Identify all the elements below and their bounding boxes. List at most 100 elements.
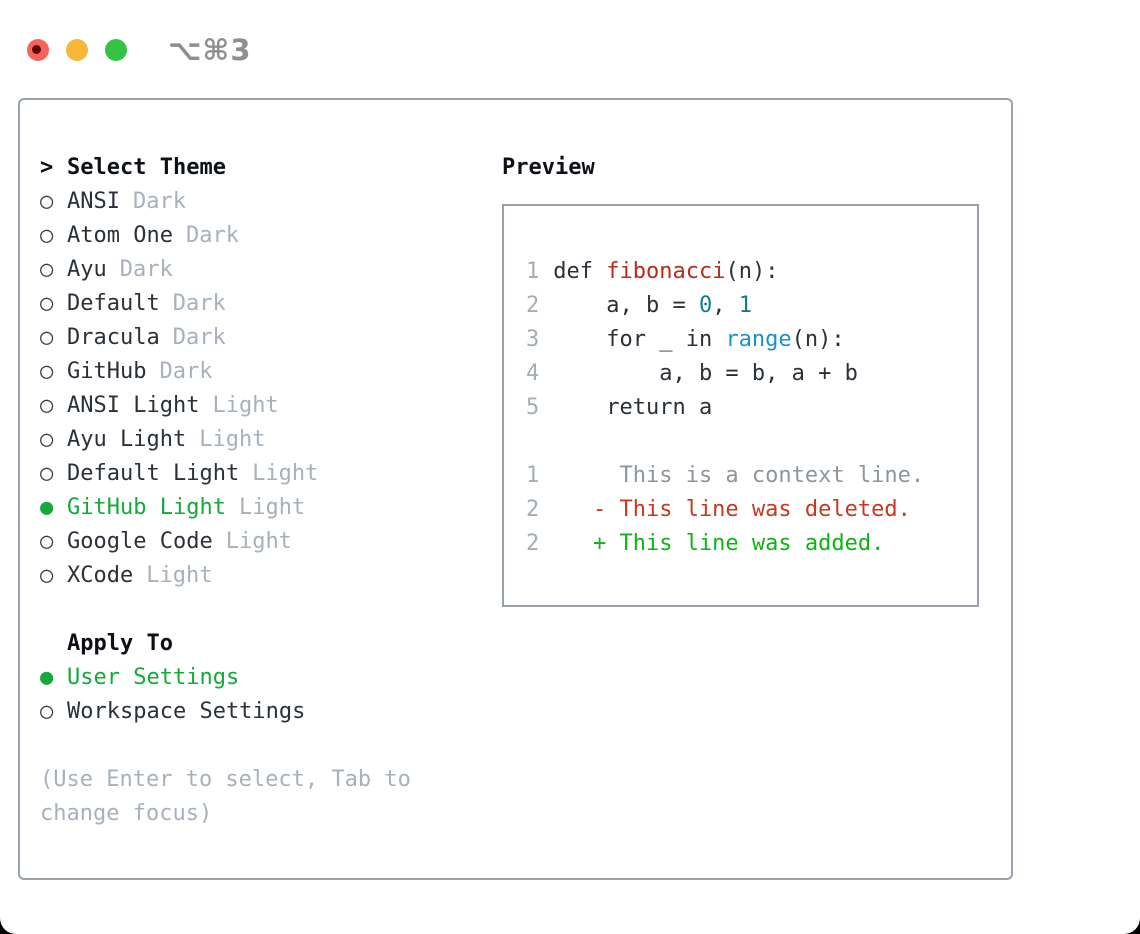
line-number: 2 (526, 496, 540, 522)
theme-picker-panel: > Select Theme ○ ANSI Dark ○ Atom One Da… (18, 98, 1013, 880)
theme-item-default-light[interactable]: ○ Default Light Light (40, 456, 502, 490)
theme-variant: Dark (185, 222, 239, 248)
code-segment-del: - This line was deleted. (540, 496, 911, 522)
theme-variant: Dark (132, 188, 186, 214)
theme-item-default-dark[interactable]: ○ Default Dark (40, 286, 502, 320)
radio-icon: ○ (40, 256, 54, 282)
theme-variant: Dark (172, 290, 226, 316)
code-segment-plain: , (712, 292, 739, 318)
code-segment-plain: (n): (725, 258, 779, 284)
theme-name: Google Code (67, 528, 213, 554)
theme-name: Atom One (67, 222, 173, 248)
code-segment-plain: (n): (791, 326, 845, 352)
code-line: 2 + This line was added. (526, 526, 967, 560)
code-segment-plain: a, b = (540, 292, 699, 318)
keyboard-hint-line1: (Use Enter to select, Tab to (40, 766, 411, 792)
theme-item-ansi-dark[interactable]: ○ ANSI Dark (40, 184, 502, 218)
radio-icon: ○ (40, 188, 54, 214)
radio-icon: ○ (40, 698, 54, 724)
preview-column: Preview 1 def fibonacci(n):2 a, b = 0, 1… (502, 150, 979, 878)
preview-title: Preview (502, 154, 595, 180)
line-number: 1 (526, 462, 540, 488)
code-segment-add: + This line was added. (540, 530, 885, 556)
theme-variant: Light (199, 426, 266, 452)
code-segment-plain: return a (540, 394, 713, 420)
line-number: 2 (526, 530, 540, 556)
theme-name: Dracula (67, 324, 160, 350)
radio-icon: ○ (40, 392, 54, 418)
theme-item-ayu-light[interactable]: ○ Ayu Light Light (40, 422, 502, 456)
line-number: 2 (526, 292, 540, 318)
theme-item-atom-one-dark[interactable]: ○ Atom One Dark (40, 218, 502, 252)
theme-variant: Dark (159, 358, 213, 384)
theme-item-ayu-dark[interactable]: ○ Ayu Dark (40, 252, 502, 286)
code-line: 2 a, b = 0, 1 (526, 288, 967, 322)
code-line: 4 a, b = b, a + b (526, 356, 967, 390)
code-segment-func: fibonacci (606, 258, 726, 284)
code-segment-num: 0 (698, 292, 713, 318)
theme-item-ansi-light[interactable]: ○ ANSI Light Light (40, 388, 502, 422)
apply-item-user-settings[interactable]: ● User Settings (40, 660, 502, 694)
code-line: 1 This is a context line. (526, 458, 967, 492)
radio-selected-icon: ● (40, 664, 54, 690)
code-line: 3 for _ in range(n): (526, 322, 967, 356)
apply-item-label: User Settings (67, 664, 240, 690)
radio-icon: ○ (40, 324, 54, 350)
theme-name: XCode (67, 562, 134, 588)
select-theme-title: Select Theme (67, 154, 226, 180)
line-number: 4 (526, 360, 540, 386)
apply-to-header: Apply To (40, 626, 502, 660)
theme-item-github-light[interactable]: ● GitHub Light Light (40, 490, 502, 524)
code-line (526, 424, 967, 458)
radio-icon: ○ (40, 222, 54, 248)
window-shortcut-label: ⌥⌘3 (168, 33, 252, 67)
apply-item-workspace-settings[interactable]: ○ Workspace Settings (40, 694, 502, 728)
theme-name: Ayu (67, 256, 107, 282)
theme-variant: Dark (172, 324, 226, 350)
theme-name: ANSI (67, 188, 120, 214)
theme-item-xcode[interactable]: ○ XCode Light (40, 558, 502, 592)
traffic-light-close-icon[interactable] (27, 39, 49, 61)
spacer (40, 592, 502, 626)
record-dot-icon (32, 45, 41, 54)
theme-variant: Light (252, 460, 319, 486)
code-segment-plain: for _ in (540, 326, 726, 352)
line-number: 1 (526, 258, 540, 284)
theme-item-google-code[interactable]: ○ Google Code Light (40, 524, 502, 558)
radio-icon: ○ (40, 290, 54, 316)
code-line: 5 return a (526, 390, 967, 424)
theme-variant: Light (238, 494, 306, 520)
line-number: 5 (526, 394, 540, 420)
code-segment-plain: a, b = b, a + b (540, 360, 858, 386)
theme-variant: Dark (119, 256, 173, 282)
theme-item-github-dark[interactable]: ○ GitHub Dark (40, 354, 502, 388)
theme-item-dracula-dark[interactable]: ○ Dracula Dark (40, 320, 502, 354)
titlebar: ⌥⌘3 (0, 0, 1140, 74)
theme-list-column: > Select Theme ○ ANSI Dark ○ Atom One Da… (40, 150, 502, 878)
theme-variant: Light (212, 392, 279, 418)
theme-name: Ayu Light (67, 426, 187, 452)
radio-icon: ○ (40, 562, 54, 588)
theme-name: ANSI Light (67, 392, 200, 418)
traffic-light-zoom-icon[interactable] (105, 39, 127, 61)
code-line: 1 def fibonacci(n): (526, 254, 967, 288)
theme-name: GitHub Light (67, 494, 226, 520)
theme-name: GitHub (67, 358, 147, 384)
code-segment-builtin: range (725, 326, 792, 352)
line-number: 3 (526, 326, 540, 352)
radio-icon: ○ (40, 358, 54, 384)
code-line: 2 - This line was deleted. (526, 492, 967, 526)
theme-variant: Light (225, 528, 292, 554)
traffic-light-minimize-icon[interactable] (66, 39, 88, 61)
code-segment-plain: def (540, 258, 607, 284)
spacer (40, 728, 502, 762)
radio-icon: ○ (40, 528, 54, 554)
theme-variant: Light (146, 562, 213, 588)
theme-name: Default (67, 290, 160, 316)
apply-to-title: Apply To (67, 630, 173, 656)
radio-selected-icon: ● (40, 494, 54, 520)
radio-icon: ○ (40, 426, 54, 452)
theme-name: Default Light (67, 460, 240, 486)
